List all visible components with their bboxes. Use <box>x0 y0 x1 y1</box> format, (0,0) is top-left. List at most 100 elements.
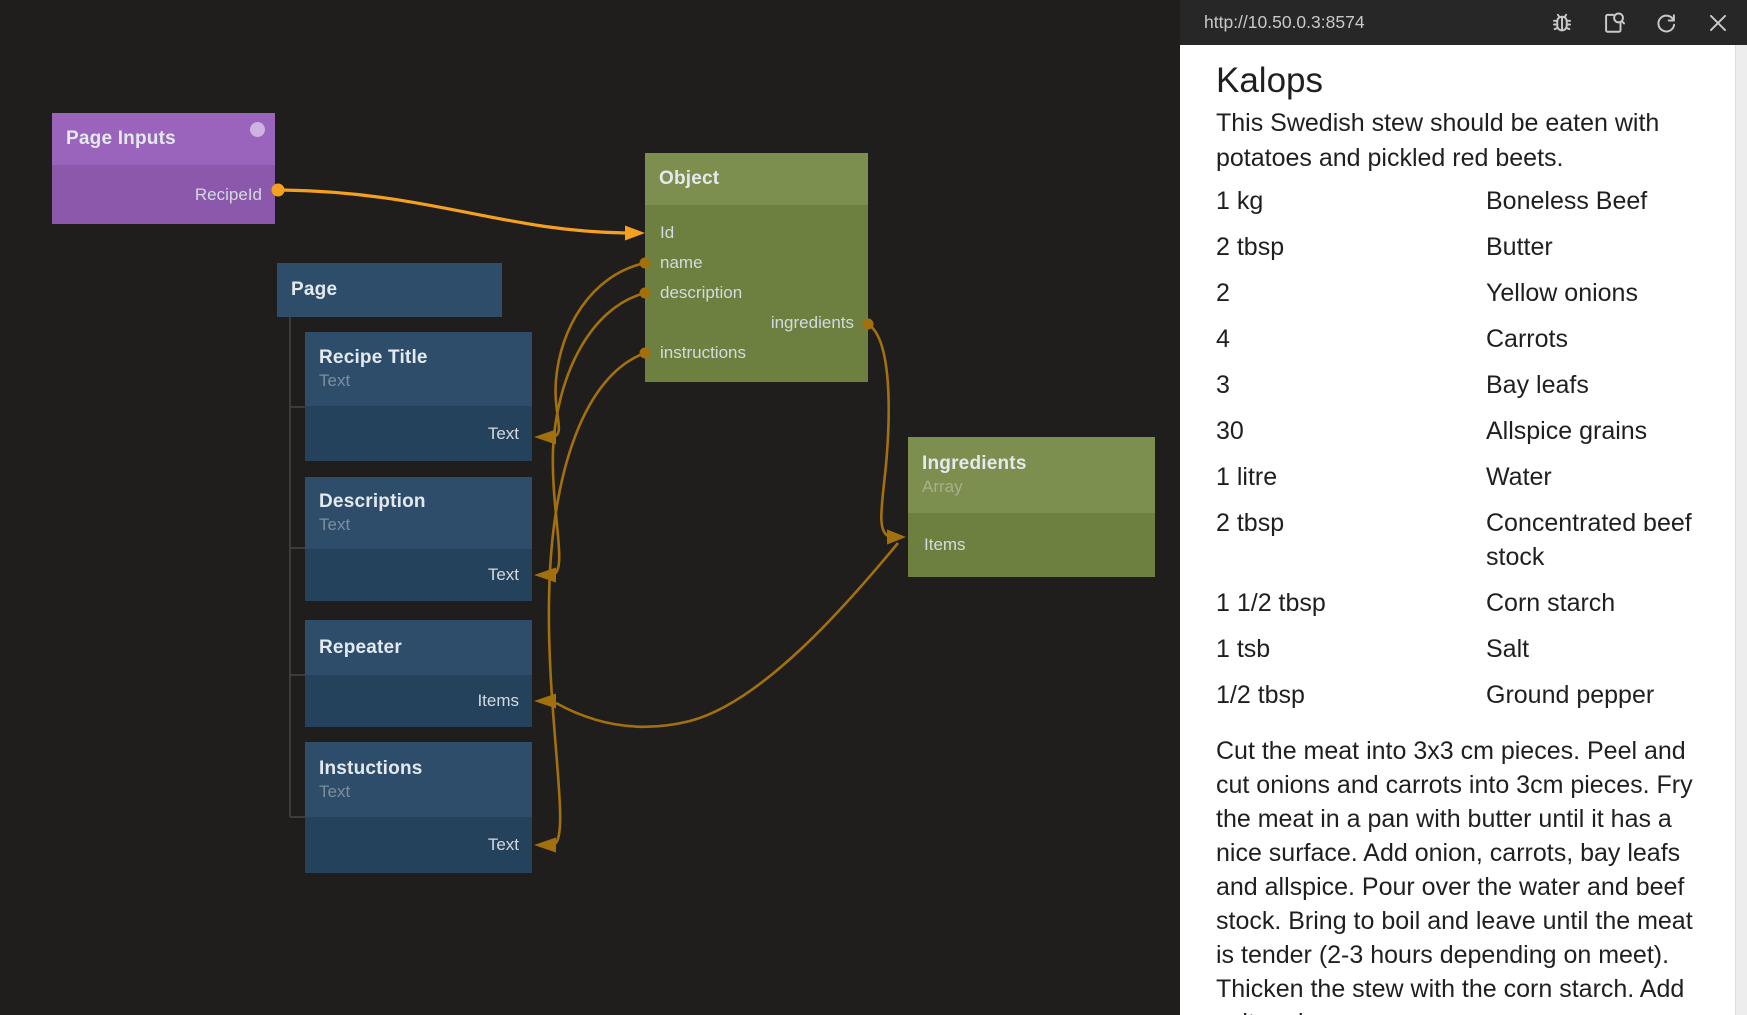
ingredient-row: 1 1/2 tbsp Corn starch <box>1216 586 1723 620</box>
node-object[interactable]: Object Id name description ingredients i… <box>645 153 868 382</box>
ingredient-amount: 2 tbsp <box>1216 233 1285 261</box>
ingredient-amount: 2 tbsp <box>1216 509 1285 537</box>
arrowhead-instuctions-text <box>534 837 556 853</box>
node-ingredients-header[interactable]: Ingredients Array <box>908 437 1155 513</box>
ingredient-name: Corn starch <box>1486 589 1616 617</box>
recipe-description: This Swedish stew should be eaten with p… <box>1216 109 1660 172</box>
node-page-inputs[interactable]: Page Inputs RecipeId <box>52 113 275 224</box>
wire-name-to-recipetitle[interactable] <box>552 261 646 439</box>
node-type-label: Text <box>319 371 351 390</box>
wire-recipeid-to-id[interactable] <box>281 188 627 235</box>
ingredient-amount: 4 <box>1216 325 1230 353</box>
wire-ingredients-to-items[interactable] <box>867 322 890 538</box>
ingredient-amount: 1/2 tbsp <box>1216 681 1305 709</box>
ingredient-row: 2 tbsp Concentrated beef stock <box>1216 506 1723 574</box>
ingredient-amount: 1 tsb <box>1216 635 1271 663</box>
scrollbar[interactable] <box>1735 45 1747 1015</box>
node-instuctions-header[interactable]: Instuctions Text <box>305 742 532 817</box>
port-label: Items <box>924 535 966 554</box>
ingredient-name: Concentrated beef stock <box>1486 509 1692 571</box>
ingredient-name: Butter <box>1486 233 1553 261</box>
object-port-description[interactable]: description <box>660 283 743 302</box>
port-label: Items <box>477 691 519 710</box>
arrowhead-repeater-items <box>534 693 556 709</box>
node-ingredients[interactable]: Ingredients Array Items <box>908 437 1155 577</box>
ingredient-row: 1/2 tbsp Ground pepper <box>1216 678 1723 712</box>
node-description[interactable]: Description Text Text <box>305 477 532 601</box>
node-title: Description <box>319 491 426 512</box>
debug-bug-icon[interactable] <box>1547 8 1577 38</box>
node-title: Page <box>291 279 338 300</box>
ingredient-amount: 1 kg <box>1216 187 1264 215</box>
preview-toolbar: http://10.50.0.3:8574 <box>1180 0 1747 45</box>
port-items[interactable]: Items <box>908 513 1155 577</box>
inspect-page-icon[interactable] <box>1599 8 1629 38</box>
object-port-name[interactable]: name <box>660 253 703 272</box>
node-title: Object <box>659 168 720 189</box>
node-repeater-header[interactable]: Repeater <box>305 620 532 675</box>
ingredient-row: 30 Allspice grains <box>1216 414 1723 448</box>
node-title: Page Inputs <box>66 128 176 149</box>
ingredient-amount: 30 <box>1216 417 1244 445</box>
node-page-inputs-header[interactable]: Page Inputs <box>52 113 275 165</box>
node-recipe-title[interactable]: Recipe Title Text Text <box>305 332 532 461</box>
recipe-title: Kalops <box>1216 61 1324 100</box>
node-title: Ingredients <box>922 453 1027 474</box>
ingredient-name: Yellow onions <box>1486 279 1638 307</box>
ingredient-name: Ground pepper <box>1486 681 1655 709</box>
node-page-header[interactable]: Page <box>277 263 502 317</box>
node-repeater[interactable]: Repeater Items <box>305 620 532 727</box>
node-type-label: Text <box>319 515 351 534</box>
arrowhead-description-text <box>534 567 556 583</box>
preview-panel: http://10.50.0.3:8574 <box>1180 0 1747 1015</box>
port-text[interactable]: Text <box>305 549 532 601</box>
node-object-header[interactable]: Object <box>645 153 868 205</box>
port-label: Text <box>487 565 519 584</box>
node-title: Repeater <box>319 636 402 658</box>
tree-line <box>289 317 305 818</box>
node-title: Instuctions <box>319 757 423 779</box>
ingredient-row: 2 Yellow onions <box>1216 276 1723 310</box>
node-instuctions[interactable]: Instuctions Text Text <box>305 742 532 873</box>
node-page[interactable]: Page <box>277 263 502 317</box>
ingredient-amount: 3 <box>1216 371 1230 399</box>
port-recipeid[interactable]: RecipeId <box>52 165 275 224</box>
port-items[interactable]: Items <box>305 675 532 727</box>
node-status-dot <box>250 122 265 137</box>
wire-instructions-to-instuctions[interactable] <box>547 351 646 847</box>
refresh-icon[interactable] <box>1651 8 1681 38</box>
ingredient-amount: 1 1/2 tbsp <box>1216 589 1326 617</box>
object-port-id[interactable]: Id <box>660 223 675 242</box>
port-text[interactable]: Text <box>305 817 532 873</box>
node-description-header[interactable]: Description Text <box>305 477 532 549</box>
port-label: Text <box>487 423 519 443</box>
ingredient-name: Water <box>1486 463 1552 491</box>
ingredient-name: Bay leafs <box>1486 371 1589 399</box>
preview-content: Kalops This Swedish stew should be eaten… <box>1180 45 1747 1015</box>
object-port-ingredients[interactable]: ingredients <box>770 313 854 332</box>
wire-description-to-description[interactable] <box>551 291 646 577</box>
ingredient-row: 1 tsb Salt <box>1216 632 1723 666</box>
object-port-instructions[interactable]: instructions <box>660 343 746 362</box>
ingredient-row: 3 Bay leafs <box>1216 368 1723 402</box>
ingredient-name: Carrots <box>1486 325 1568 353</box>
url-bar[interactable]: http://10.50.0.3:8574 <box>1204 12 1365 32</box>
arrowhead-ingredients-items <box>887 529 906 545</box>
ingredient-name: Boneless Beef <box>1486 187 1648 215</box>
arrowhead-id <box>625 225 645 241</box>
node-recipe-title-header[interactable]: Recipe Title Text <box>305 332 532 406</box>
port-text[interactable]: Text <box>305 406 532 461</box>
ingredient-row: 2 tbsp Butter <box>1216 230 1723 264</box>
arrowhead-recipetitle-text <box>534 429 556 445</box>
ingredient-name: Salt <box>1486 635 1530 663</box>
node-type-label: Array <box>922 477 963 496</box>
wire-items-to-repeater[interactable] <box>555 542 900 729</box>
close-icon[interactable] <box>1703 8 1733 38</box>
port-label: RecipeId <box>194 184 262 204</box>
node-type-label: Text <box>319 781 351 801</box>
ingredients-list: 1 kg Boneless Beef 2 tbsp Butter 2 Yello… <box>1216 184 1723 712</box>
recipe-instructions: Cut the meat into 3x3 cm pieces. Peel an… <box>1216 737 1693 1015</box>
ingredient-amount: 1 litre <box>1216 463 1278 491</box>
ingredient-amount: 2 <box>1216 279 1230 307</box>
